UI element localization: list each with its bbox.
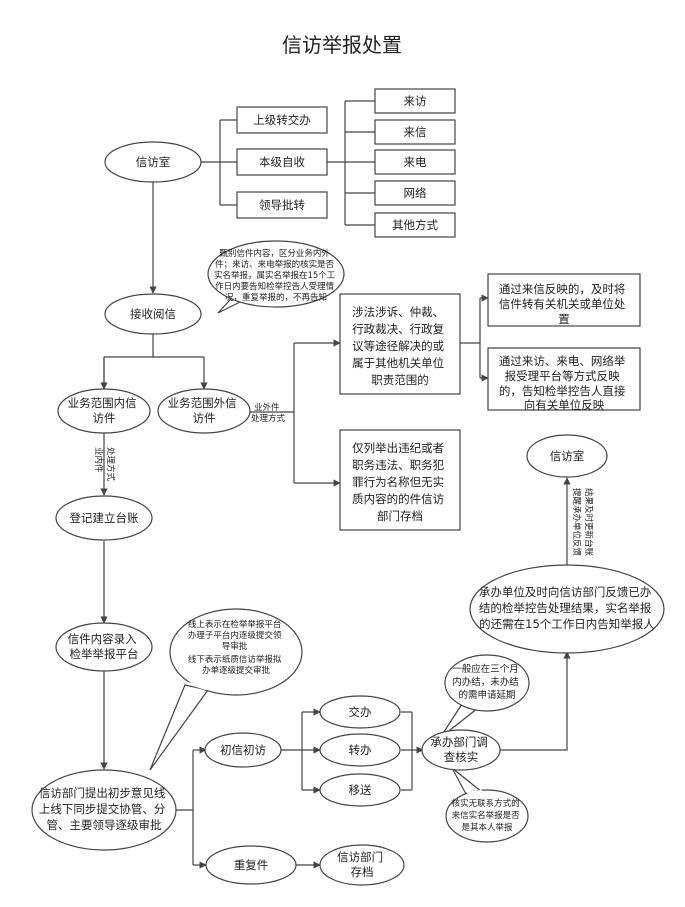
node-xinfangshi2: 信访室 <box>526 434 608 478</box>
svg-text:通过来访、来电、网络举 报受理平台等方式反映: 通过来访、来电、网络举 报受理平台等方式反映 的，告知检举控告人直接 向有关单位… <box>499 354 629 412</box>
svg-text:交办: 交办 <box>349 705 372 719</box>
svg-text:承办单位及时向信访部门反馈已办 结的检举控告处理: 承办单位及时向信访部门反馈已办 结的检举控告处理结果，实名举报 的还需在15个工… <box>479 585 655 631</box>
svg-text:业内件: 业内件 <box>93 447 104 473</box>
svg-text:来信: 来信 <box>404 125 427 139</box>
svg-text:通过来信反映的，及时将 信件转有关机关或单位处: 通过来信反映的，及时将 信件转有关机关或单位处 置 <box>499 282 629 326</box>
svg-text:仅列举出违纪或者 职务违法、职务犯: 仅列举出违纪或者 职务违法、职务犯 罪行为名称但无实 质内容的的件信访 部门存档 <box>352 441 448 523</box>
edge-chuxin-methods <box>281 712 303 790</box>
node-yewuwai: 业务范围外信 访件 <box>157 388 251 434</box>
edge-yewuwai-out <box>249 343 295 483</box>
svg-text:上级转交办: 上级转交办 <box>253 113 311 127</box>
svg-text:结果及时更新台账: 结果及时更新台账 <box>583 488 594 557</box>
edge-methods-chengban <box>401 711 413 791</box>
node-chongfu: 重复件 <box>205 845 297 885</box>
callout-jianbie-text: 甄别信件内容，区分业务内外 件；来访、来电举报的核实是否 实名举报，属实名举报在… <box>214 248 338 303</box>
node-chengban: 承办部门调 查核实 <box>421 729 501 771</box>
svg-text:领导批转: 领导批转 <box>259 198 305 212</box>
node-laidian: 来电 <box>374 149 456 175</box>
svg-text:承办部门调 查核实: 承办部门调 查核实 <box>430 735 491 764</box>
svg-text:登记建立台账: 登记建立台账 <box>70 511 139 525</box>
callout-xianshang: 线上表示在检举举报平台 办理子平台内逐级提交领 导审批 线下表示纸质信访举报拟 … <box>149 608 303 771</box>
node-xfbm-cundang: 信访部门 存档 <box>319 844 405 886</box>
svg-text:业外件: 业外件 <box>254 402 280 413</box>
edge-benji-channels <box>327 100 375 226</box>
node-yewunei: 业务范围内信 访件 <box>57 388 151 434</box>
svg-text:本级自收: 本级自收 <box>259 155 305 169</box>
node-cundang: 仅列举出违纪或者 职务违法、职务犯 罪行为名称但无实 质内容的的件信访 部门存档 <box>339 429 461 531</box>
node-yisong: 移送 <box>319 773 401 807</box>
svg-text:信访部门 存档: 信访部门 存档 <box>337 850 387 879</box>
svg-text:其他方式: 其他方式 <box>392 218 438 232</box>
callout-heshi: 核实无联系方式的 来信实名举报是否 是其本人举报 <box>445 767 529 843</box>
node-gaozhi: 通过来访、来电、网络举 报受理平台等方式反映 的，告知检举控告人直接 向有关单位… <box>487 347 641 412</box>
callout-heshi-text: 核实无联系方式的 来信实名举报是否 是其本人举报 <box>452 798 523 833</box>
callouts: 甄别信件内容，区分业务内外 件；来访、来电举报的核实是否 实名举报，属实名举报在… <box>149 240 530 843</box>
edge-shefa-results <box>460 298 481 378</box>
node-qita: 其他方式 <box>374 212 456 238</box>
svg-text:来电: 来电 <box>404 155 427 169</box>
node-lingdao: 领导批转 <box>236 191 328 219</box>
callout-jianbie: 甄别信件内容，区分业务内外 件；来访、来电举报的核实是否 实名举报，属实名举报在… <box>207 240 345 314</box>
node-benji: 本级自收 <box>236 148 328 176</box>
svg-text:信访室: 信访室 <box>550 449 585 463</box>
edges <box>100 100 571 869</box>
edge-xinfangshi-sources <box>201 119 237 206</box>
node-laifang: 来访 <box>374 88 456 114</box>
node-shefa: 涉法涉诉、仲裁、 行政裁决、行政复 议等途径解决的或 属于其他机关单位 职责范围… <box>339 293 461 395</box>
node-jieshou: 接收阅信 <box>104 293 202 335</box>
node-zhuanban: 转办 <box>319 733 401 767</box>
svg-text:业务范围外信 访件: 业务范围外信 访件 <box>168 396 241 425</box>
node-shangji: 上级转交办 <box>236 106 328 134</box>
edge-label-yewunei-way: 业内件 处理方式 <box>93 447 116 482</box>
node-chuxin: 初信初访 <box>204 732 282 768</box>
svg-text:信访室: 信访室 <box>136 155 171 169</box>
node-zhuanjiao: 通过来信反映的，及时将 信件转有关机关或单位处 置 <box>487 273 641 327</box>
svg-text:转办: 转办 <box>349 743 372 757</box>
callout-xianshang-text: 线上表示在检举举报平台 办理子平台内逐级提交领 导审批 线下表示纸质信访举报拟 … <box>188 619 284 676</box>
edge-jieshou-split <box>103 334 204 389</box>
svg-text:涉法涉诉、仲裁、 行政裁决、行政复: 涉法涉诉、仲裁、 行政裁决、行政复 议等途径解决的或 属于其他机关单位 职责范围… <box>352 305 448 387</box>
svg-text:信件内容录入 检举举报平台: 信件内容录入 检举举报平台 <box>68 632 141 661</box>
node-fankui: 承办单位及时向信访部门反馈已办 结的检举控告处理结果，实名举报 的还需在15个工… <box>469 564 665 654</box>
page-title: 信访举报处置 <box>282 33 402 57</box>
node-luru: 信件内容录入 检举举报平台 <box>55 622 153 672</box>
node-tichu: 信访部门提出初步意见线 上线下同步提交协管、分 管、主要领导逐级审批 <box>31 769 177 851</box>
svg-text:接收阅信: 接收阅信 <box>130 307 176 321</box>
svg-text:处理方式: 处理方式 <box>105 447 116 482</box>
svg-text:业务范围内信 访件: 业务范围内信 访件 <box>68 396 141 425</box>
node-jiaoban: 交办 <box>319 695 401 729</box>
svg-text:初信初访: 初信初访 <box>220 743 266 757</box>
edge-chengban-fankui <box>500 651 571 751</box>
svg-text:来访: 来访 <box>404 94 427 108</box>
svg-text:移送: 移送 <box>349 783 372 797</box>
callout-sange: 一般应在三个月 内办结，未办结 的需申请延期 <box>439 654 530 739</box>
node-xinfangshi: 信访室 <box>104 141 202 183</box>
svg-text:提醒承办单位反馈: 提醒承办单位反馈 <box>571 488 582 557</box>
callout-sange-text: 一般应在三个月 内办结，未办结 的需申请延期 <box>452 663 522 701</box>
edge-tichu-split <box>174 750 194 865</box>
edge-label-fankui-up: 提醒承办单位反馈 结果及时更新台账 <box>571 488 594 557</box>
svg-text:重复件: 重复件 <box>234 858 269 872</box>
node-wangluo: 网络 <box>374 180 456 206</box>
svg-text:网络: 网络 <box>404 186 427 200</box>
edge-label-yewuwai-way: 业外件 处理方式 <box>251 402 286 424</box>
svg-text:信访部门提出初步意见线 上线下同步提交协管、分: 信访部门提出初步意见线 上线下同步提交协管、分 管、主要领导逐级审批 <box>39 786 169 832</box>
node-laixin: 来信 <box>374 119 456 145</box>
node-dengji: 登记建立台账 <box>55 495 153 541</box>
svg-text:处理方式: 处理方式 <box>251 413 286 424</box>
